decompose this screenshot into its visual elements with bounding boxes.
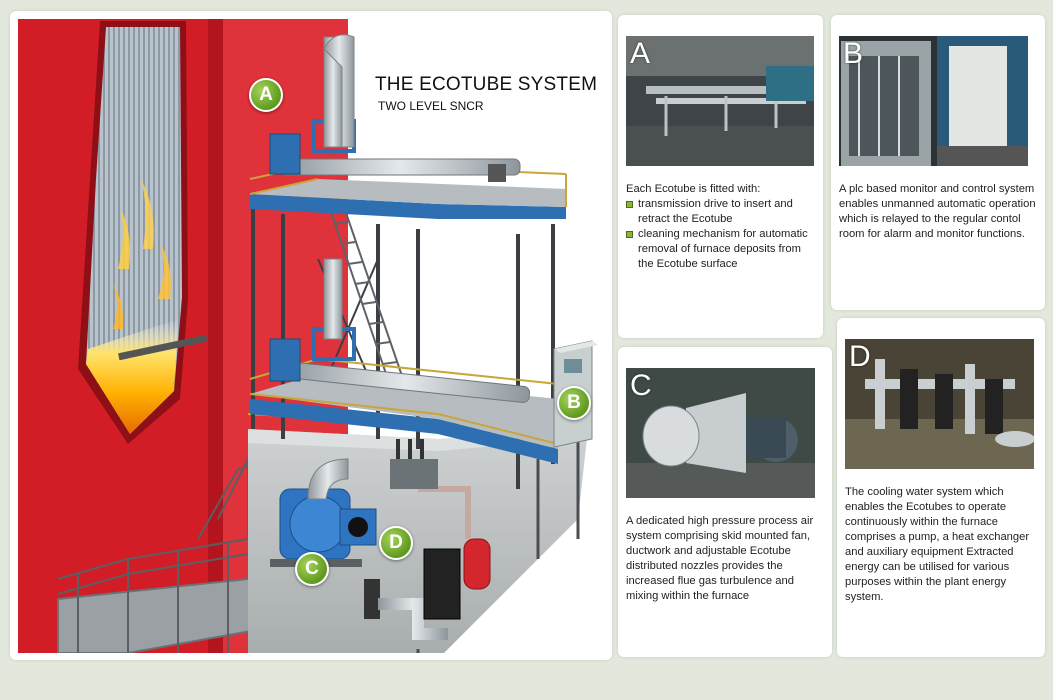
photo-b-control-system[interactable]: B (839, 36, 1028, 166)
marker-c-badge[interactable]: C (295, 552, 329, 586)
main-illustration-panel: THE ECOTUBE SYSTEM TWO LEVEL SNCR A B C … (10, 11, 612, 660)
panel-c: C A dedicated high pressure process air … (618, 347, 832, 657)
ecotube-system-illustration (18, 19, 598, 653)
panel-d-description: The cooling water system which enables t… (845, 486, 1030, 603)
furnace-window (78, 21, 208, 444)
upper-duct (323, 34, 355, 148)
panel-c-description: A dedicated high pressure process air sy… (626, 515, 814, 602)
panel-a-description: Each Ecotube is fitted with: transmissio… (626, 182, 816, 272)
marker-a-badge[interactable]: A (249, 78, 283, 112)
bullet-square-icon (626, 201, 633, 208)
photo-b-letter: B (843, 37, 864, 70)
marker-b-badge[interactable]: B (557, 386, 591, 420)
list-item: transmission drive to insert and retract… (626, 197, 816, 227)
photo-a-letter: A (630, 37, 651, 70)
photo-c-air-fan[interactable]: C (626, 368, 815, 498)
panel-a: A Each Ecotube is fitted with: transmiss… (618, 15, 823, 338)
panel-b-description: A plc based monitor and control system e… (839, 183, 1036, 240)
panel-d: D The cooling water system which enables… (837, 318, 1045, 657)
list-item: cleaning mechanism for automatic removal… (626, 227, 816, 272)
bullet-square-icon (626, 231, 633, 238)
photo-c-letter: C (630, 369, 652, 402)
photo-d-cooling-water[interactable]: D (845, 339, 1034, 469)
lower-ecotube-assembly (269, 258, 531, 403)
photo-d-letter: D (849, 340, 871, 373)
main-subtitle: TWO LEVEL SNCR (378, 99, 484, 113)
photo-a-ecotube[interactable]: A (626, 36, 814, 166)
upper-ecotube-assembly (269, 119, 521, 182)
marker-d-badge[interactable]: D (379, 526, 413, 560)
panel-a-intro: Each Ecotube is fitted with: (626, 183, 761, 195)
process-air-fan (270, 458, 377, 567)
cooling-water-system (364, 439, 491, 640)
panel-a-bullet-list: transmission drive to insert and retract… (626, 197, 816, 272)
panel-b: B A plc based monitor and control system… (831, 15, 1045, 310)
main-title: THE ECOTUBE SYSTEM (375, 74, 598, 95)
